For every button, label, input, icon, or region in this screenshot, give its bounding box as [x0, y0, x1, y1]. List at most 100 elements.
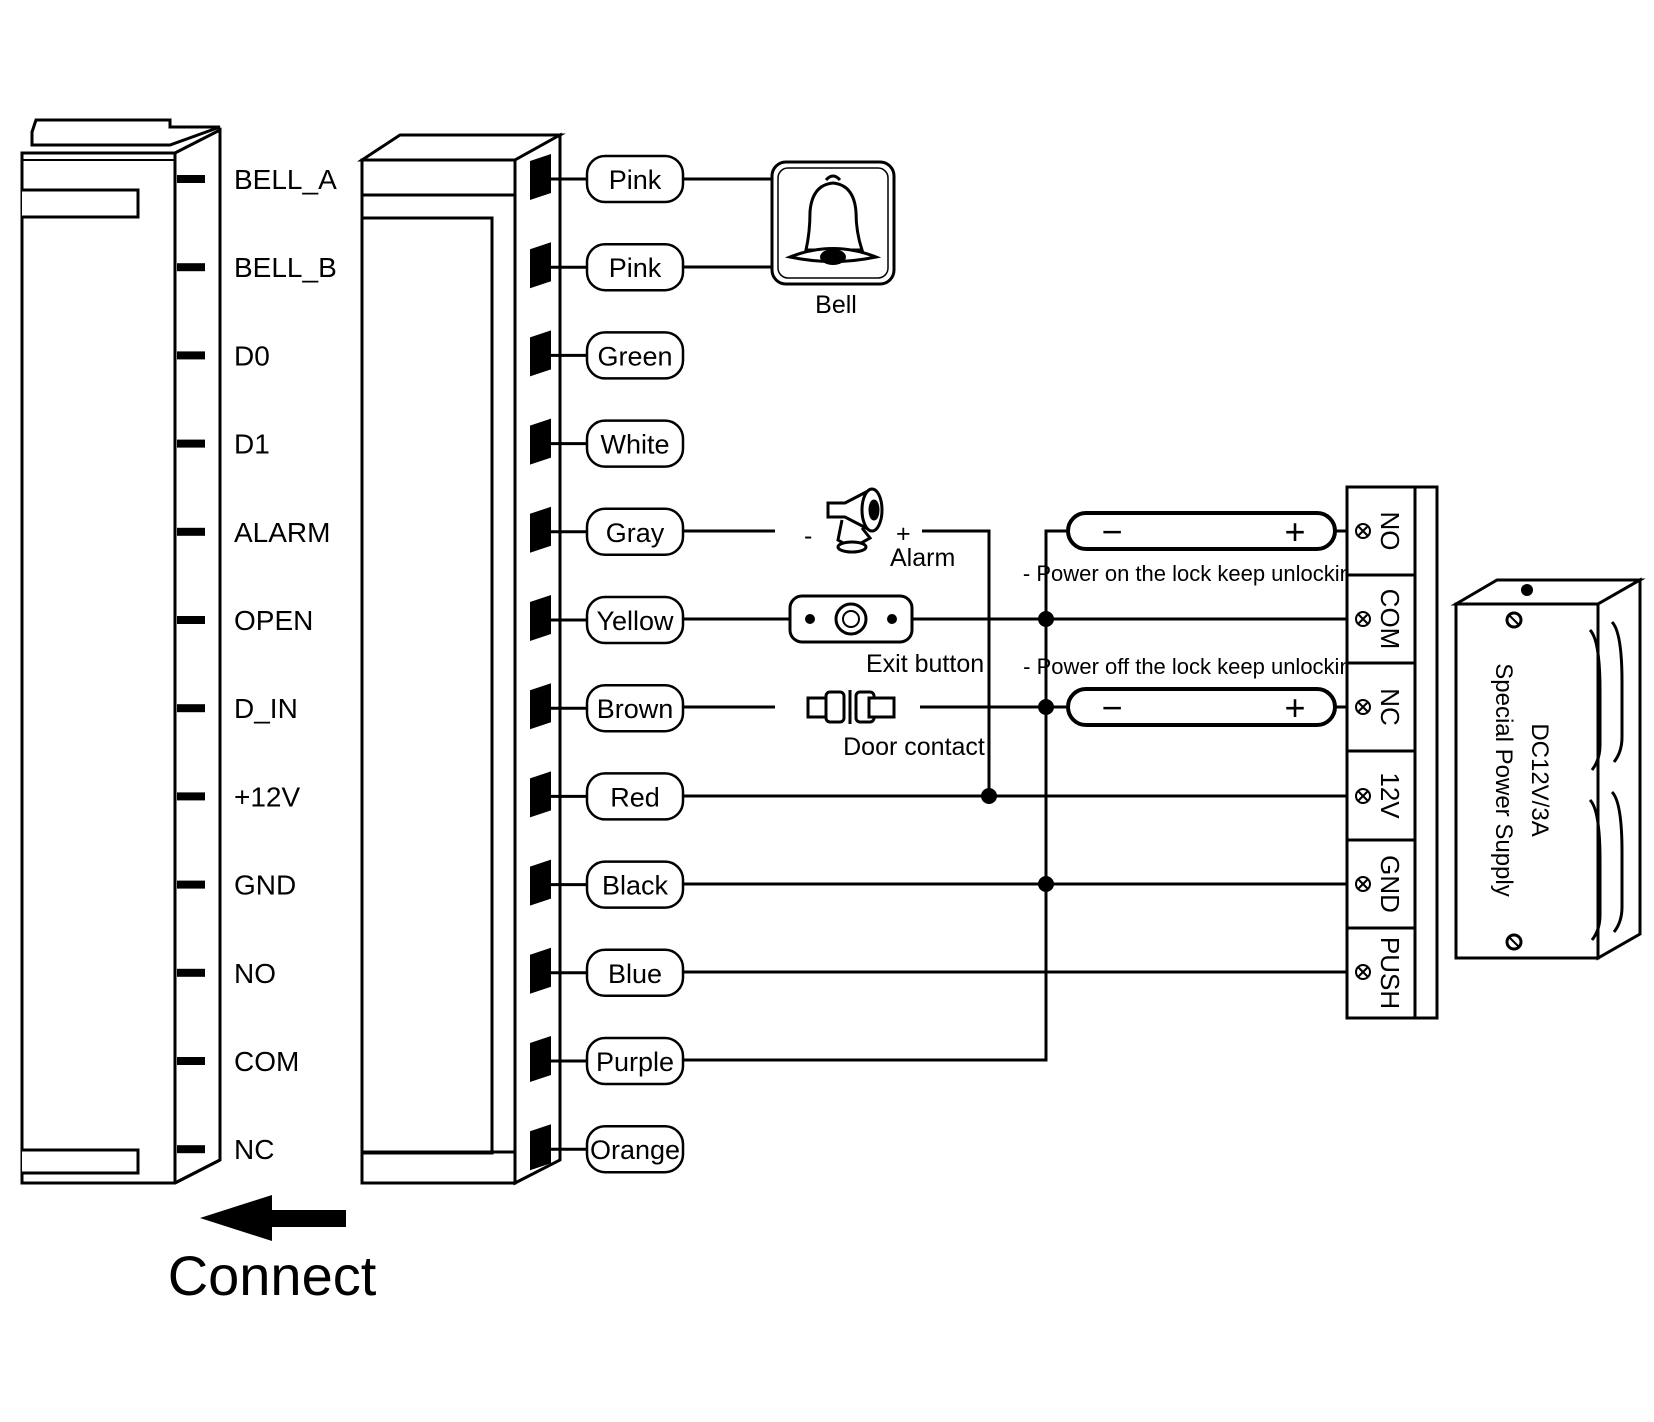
bell-icon [784, 174, 882, 265]
lock-plus-sign: + [1284, 511, 1305, 552]
pin-label: BELL_B [234, 252, 337, 283]
alarm-plus-sign: + [896, 520, 911, 548]
lock-minus-sign: − [1101, 511, 1122, 552]
terminal-label-group: 12V [1375, 772, 1405, 819]
connector-pin [530, 330, 551, 377]
pin-label: NO [234, 958, 276, 989]
wire-color-label: Blue [608, 959, 662, 989]
pin-stub [177, 175, 205, 183]
connector-pin [530, 771, 551, 818]
terminal-label: GND [1375, 855, 1405, 913]
connector-pin [530, 595, 551, 641]
wire-color-label: Purple [596, 1047, 674, 1077]
alarm-label: Alarm [890, 544, 955, 572]
connect-label: Connect [168, 1244, 377, 1307]
terminal-label-group: COM [1375, 589, 1405, 650]
pin-stub [177, 880, 205, 889]
connector-block [356, 132, 566, 1186]
lock-power-on: − + [1066, 511, 1337, 552]
alarm-siren: - + [804, 487, 911, 554]
connector-pin [530, 947, 551, 994]
wire-color-label: Pink [609, 253, 662, 283]
terminal-label: NO [1375, 512, 1405, 551]
connector-pin [530, 418, 551, 465]
pin-stub [177, 1057, 205, 1065]
wire-color-label: Brown [597, 694, 674, 724]
terminal-screw-icon [1355, 788, 1371, 804]
terminal-screw-icon [1355, 611, 1371, 627]
wire-color-label: Black [602, 871, 669, 901]
terminal-label-group: NC [1375, 688, 1405, 726]
wire-color-label: White [600, 430, 669, 460]
pin-label: ALARM [234, 517, 330, 548]
wire-color-label: Green [597, 341, 672, 371]
connector-pin [530, 154, 551, 200]
lock-plus-sign: + [1284, 687, 1305, 728]
pin-label: D0 [234, 340, 270, 371]
pin-stub [177, 351, 205, 360]
power-supply [1450, 577, 1646, 961]
wire-color-label: Yellow [596, 606, 674, 636]
connector-pin [530, 242, 551, 289]
pin-label: D_IN [234, 693, 298, 724]
exit-button-label: Exit button [866, 650, 984, 678]
power-on-note: - Power on the lock keep unlocking + [1023, 561, 1383, 586]
pin-label: COM [234, 1046, 299, 1077]
bell-label: Bell [815, 291, 857, 319]
wire-color-label: Pink [609, 165, 662, 195]
wire-color-label: Orange [590, 1135, 680, 1165]
pin-label: NC [234, 1134, 274, 1165]
terminal-screw-icon [1355, 523, 1371, 539]
pin-stub [177, 1145, 205, 1154]
connector-pins [530, 154, 587, 1171]
connector-pin [530, 1124, 551, 1171]
pin-stub [177, 968, 205, 977]
terminal-screw-icon [1355, 699, 1371, 715]
terminal-label-group: NO [1375, 512, 1405, 551]
door-contact-label: Door contact [843, 733, 985, 761]
connector-pin [530, 859, 551, 906]
wiring-lines [683, 177, 1357, 1062]
alarm-minus-sign: - [804, 522, 812, 550]
power-supply-rating: DC12V/3A [1526, 723, 1553, 836]
lock-minus-sign: − [1101, 687, 1122, 728]
wire-color-label: Gray [606, 518, 665, 548]
terminal-label: PUSH [1375, 937, 1405, 1009]
junction-dots [981, 611, 1054, 892]
pin-stub [177, 439, 205, 448]
terminal-label-group: GND [1375, 855, 1405, 913]
connect-arrow [200, 1195, 346, 1241]
terminal-label-group: PUSH [1375, 937, 1405, 1009]
power-supply-name: Special Power Supply [1490, 663, 1517, 896]
door-contact-device [806, 690, 896, 724]
wire-pill [585, 331, 685, 380]
connector-pin [530, 683, 551, 730]
pin-stub [177, 527, 205, 536]
pin-labels: BELL_ABELL_BD0D1ALARMOPEND_IN+12VGNDNOCO… [234, 164, 337, 1165]
pin-label: GND [234, 870, 296, 901]
wire-pill [585, 1124, 685, 1174]
connector-pin [530, 506, 551, 553]
terminal-screw-icon [1355, 876, 1371, 892]
reader-housing [20, 118, 222, 1185]
terminal-label: COM [1375, 589, 1405, 650]
power-off-note: - Power off the lock keep unlocking + [1023, 654, 1383, 679]
terminal-cells: NO COM NC 12V GND PUSH [1347, 512, 1415, 1009]
lock-power-off: − + [1066, 687, 1337, 728]
pin-stub [177, 792, 205, 801]
connector-pin [530, 1036, 551, 1082]
pin-label: OPEN [234, 605, 313, 636]
terminal-screw-icon [1355, 964, 1371, 980]
terminal-label: NC [1375, 688, 1405, 726]
pin-stub [177, 704, 205, 713]
wire-labels: PinkPinkGreenWhiteGrayYellowBrownRedBlac… [585, 154, 685, 1174]
siren-icon [826, 487, 884, 554]
pin-stub [177, 263, 205, 272]
bell-device [770, 160, 896, 286]
pin-label: +12V [234, 781, 300, 812]
terminal-label: 12V [1375, 772, 1405, 819]
wire-pill [585, 419, 685, 468]
pin-stubs [177, 175, 205, 1154]
